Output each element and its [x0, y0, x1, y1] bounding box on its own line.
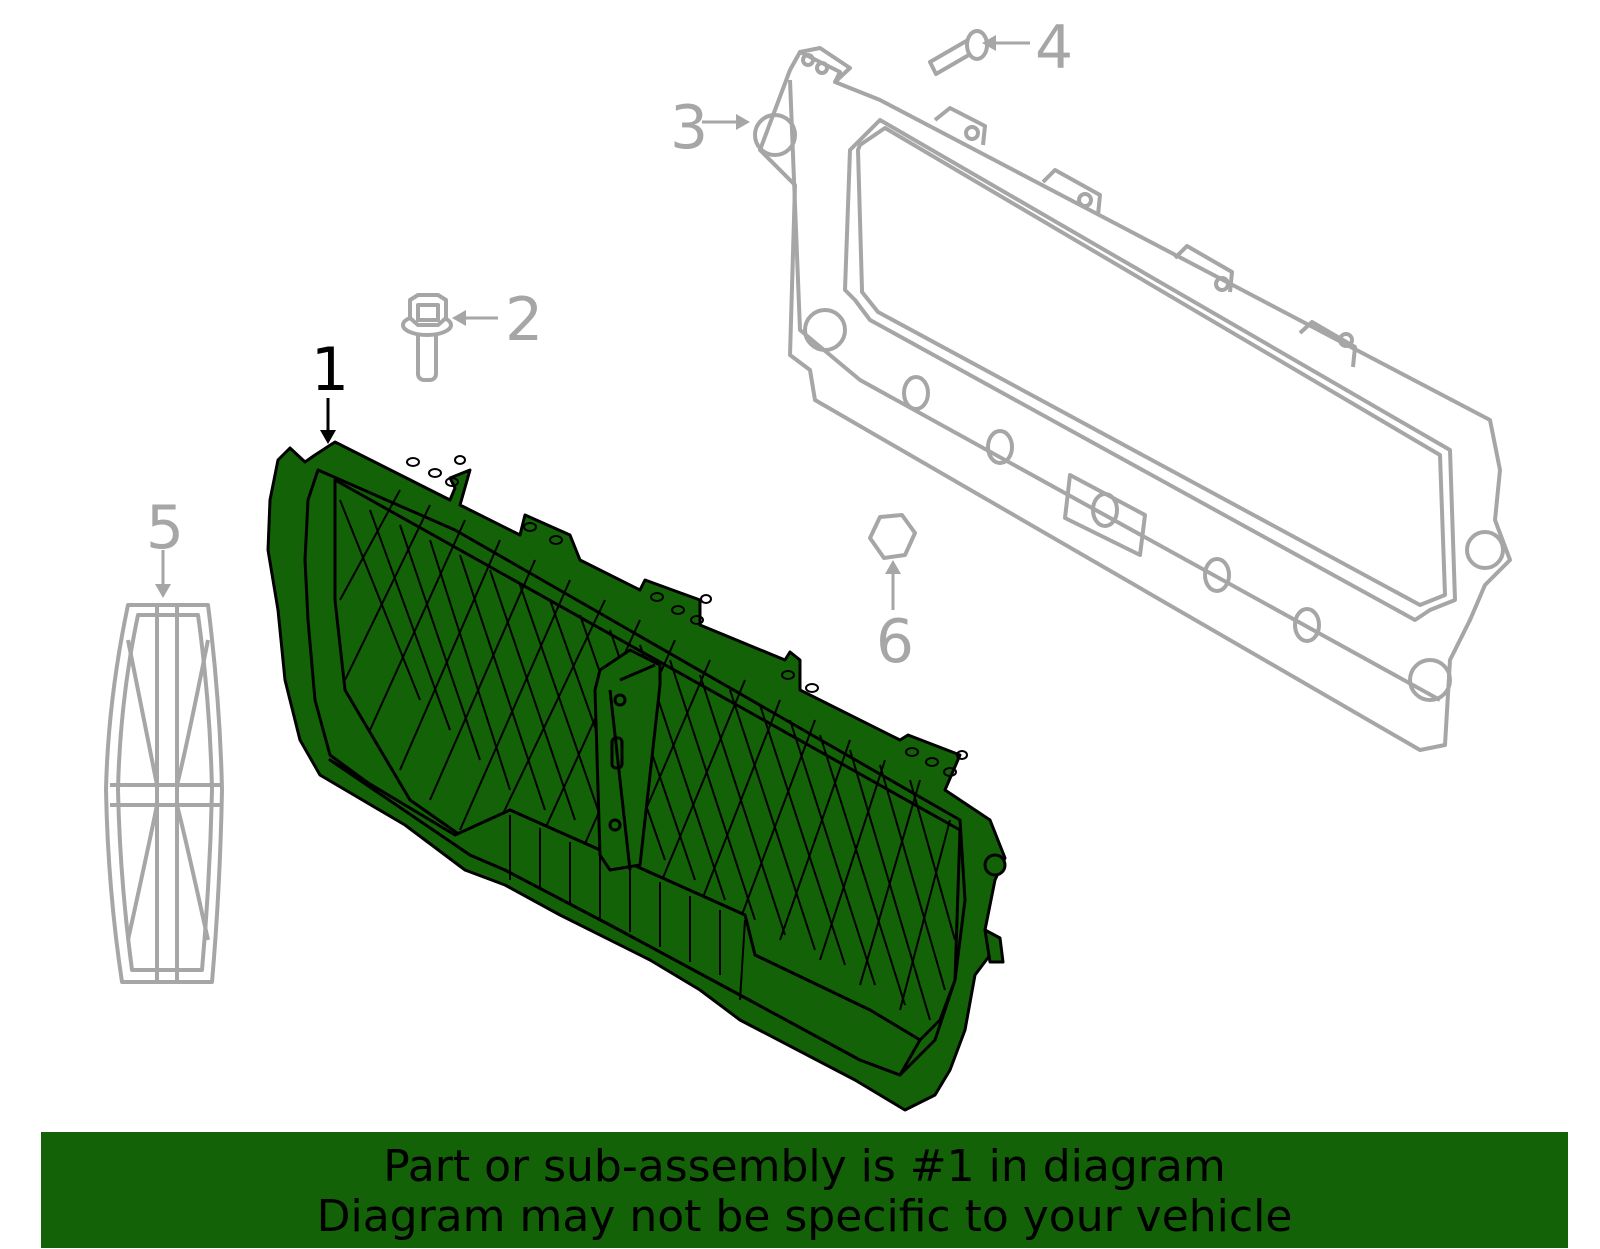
callout-3: 3	[670, 93, 750, 163]
mounting-panel	[753, 46, 1512, 752]
callout-5-label: 5	[146, 493, 184, 563]
banner-line-1: Part or sub-assembly is #1 in diagram	[383, 1141, 1226, 1192]
emblem	[104, 603, 224, 984]
banner-line-2: Diagram may not be specific to your vehi…	[316, 1191, 1293, 1242]
grille-assembly	[266, 440, 1007, 1112]
bolt-icon	[401, 293, 453, 382]
callout-2: 2	[452, 285, 543, 355]
callout-1: 1	[311, 335, 349, 444]
callout-5: 5	[146, 493, 184, 598]
notice-banner: Part or sub-assembly is #1 in diagram Di…	[41, 1132, 1568, 1248]
callout-6: 6	[876, 560, 914, 677]
callout-4: 4	[982, 13, 1073, 83]
callout-1-label: 1	[311, 335, 349, 405]
callout-4-label: 4	[1035, 13, 1073, 83]
callout-3-label: 3	[670, 93, 708, 163]
screw-icon	[928, 29, 989, 76]
callout-6-label: 6	[876, 607, 914, 677]
nut-icon	[868, 513, 917, 560]
callout-2-label: 2	[505, 285, 543, 355]
